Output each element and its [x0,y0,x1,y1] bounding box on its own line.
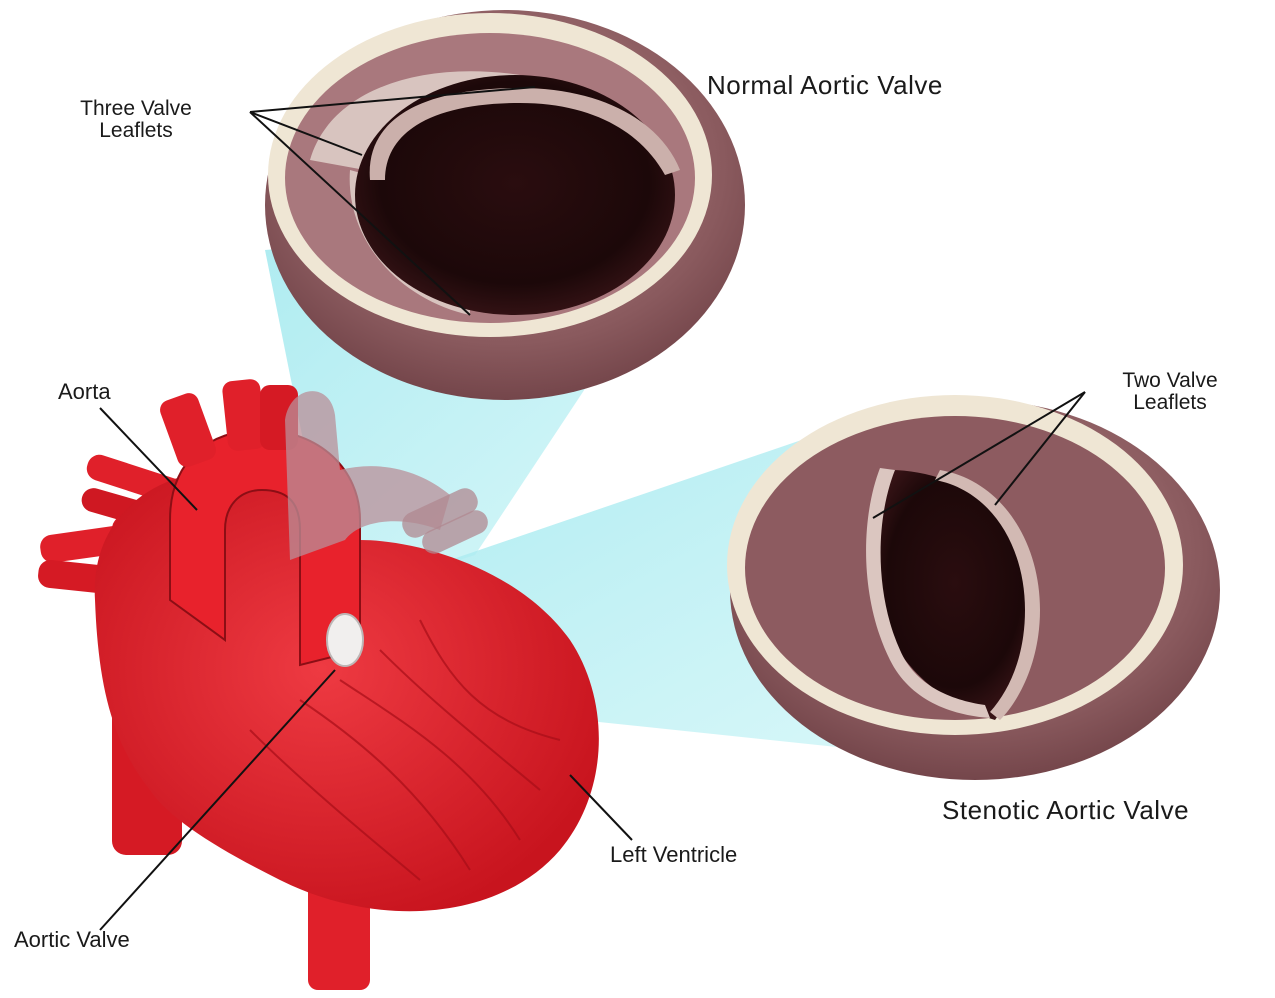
aortic-valve-highlight [327,614,363,666]
aortic-branch-2 [221,378,266,452]
stenotic-valve-illustration [727,395,1220,780]
two-leaflets-label: Two Valve Leaflets [1095,370,1245,414]
three-leaflets-label: Three Valve Leaflets [52,98,220,142]
aortic-valve-label: Aortic Valve [14,927,130,953]
aorta-label: Aorta [58,379,111,405]
two-leaflets-label-line1: Two Valve [1095,370,1245,392]
three-leaflets-label-line2: Leaflets [52,120,220,142]
normal-valve-title: Normal Aortic Valve [707,70,943,101]
stenotic-valve-title: Stenotic Aortic Valve [942,795,1189,826]
normal-valve-lumen [355,75,675,315]
left-ventricle-label: Left Ventricle [610,842,737,868]
normal-valve-illustration [265,10,745,400]
two-leaflets-label-line2: Leaflets [1095,392,1245,414]
three-leaflets-label-line1: Three Valve [52,98,220,120]
aortic-branch-1 [157,390,219,469]
